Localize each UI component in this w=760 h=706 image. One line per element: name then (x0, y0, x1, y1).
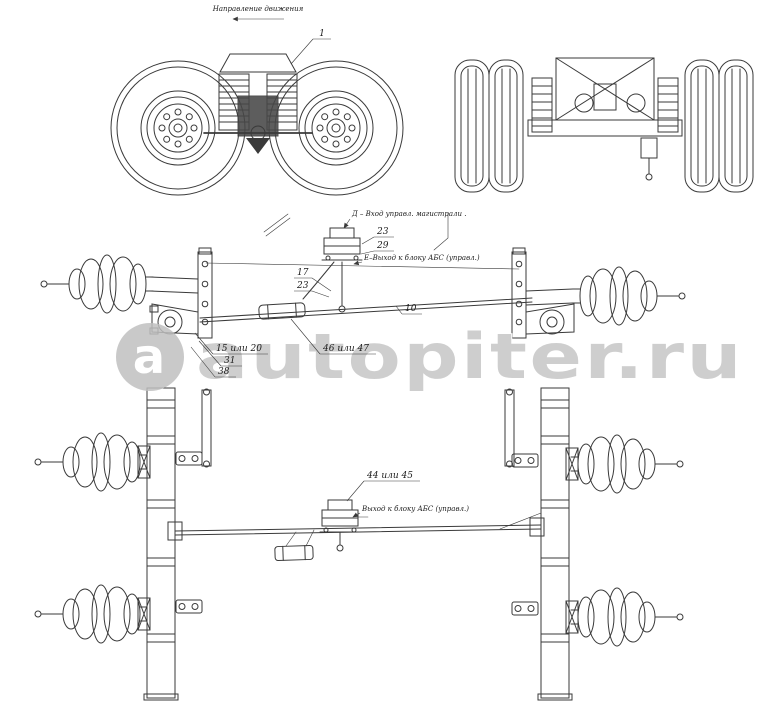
callout-1: 1 (319, 29, 325, 39)
axle-tube-right (537, 387, 573, 701)
annotations: Направление движения 1 Д – Вход управл. … (190, 5, 480, 518)
part-38-label: 38 (218, 367, 230, 377)
watermark: a autopiter.ru (116, 319, 744, 394)
brake-chamber-mid-right (570, 434, 684, 494)
front-view-axle (454, 57, 754, 193)
part-44-45-leader (346, 480, 420, 502)
frac1-num: 23 (376, 227, 389, 237)
part-15-20-label: 15 или 20 (216, 344, 262, 354)
callout-1-leader (290, 38, 331, 65)
brake-chamber-bottom-right (570, 587, 684, 647)
e-output-label: Е–Выход к блоку АБС (управл.) (363, 254, 480, 262)
side-view-tandem (110, 53, 404, 196)
direction-label: Направление движения (212, 5, 304, 13)
wheel-side-right (268, 60, 404, 196)
part-46-47-leader (290, 318, 376, 355)
control-valve-lower (319, 499, 369, 552)
frac2-den-leader (294, 290, 330, 298)
abs-output-label: Выход к блоку АБС (управл.) (361, 505, 469, 513)
axle-tube-left (143, 387, 179, 701)
part-31-leader (198, 340, 242, 367)
part-38-leader (190, 346, 236, 378)
shock-strip-right (504, 388, 515, 468)
frac2-den: 23 (296, 281, 309, 291)
frac2-num: 17 (297, 268, 309, 278)
adjuster-arm-right-upper (511, 453, 539, 468)
tandem-suspension (203, 53, 313, 154)
brake-chamber-upper-right (572, 266, 686, 326)
adjuster-arm-left-upper (175, 451, 203, 466)
upper-axle-schematic (40, 212, 686, 339)
rod-10-leader (395, 305, 422, 315)
shock-strip-left (201, 388, 212, 468)
leader-bracket (433, 212, 449, 251)
wheel-front-outer-left (454, 59, 490, 193)
brake-chamber-mid-left (34, 432, 148, 492)
slack-adjuster-upper (258, 302, 306, 320)
frac1-den-leader (360, 250, 394, 255)
wheel-front-outer-right (718, 59, 754, 193)
brake-chamber-upper-left (40, 254, 154, 314)
e-output-arrow (353, 260, 363, 266)
regulator-rod (199, 297, 533, 323)
watermark-logo-circle (116, 323, 184, 391)
lower-axle-schematic (34, 387, 684, 701)
frac2-num-leader (294, 277, 332, 292)
frac1-num-leader (361, 236, 394, 245)
part-15-20-leader (194, 332, 268, 355)
front-axle-assembly (527, 57, 683, 181)
vent-pin (263, 213, 291, 237)
slack-adjuster-lower (274, 544, 314, 562)
part-44-45-label: 44 или 45 (366, 471, 413, 481)
abs-sensor-cable (205, 262, 520, 270)
watermark-logo-letter: a (133, 329, 165, 385)
brake-chamber-bottom-left (34, 584, 148, 644)
right-bracket-assembly (511, 247, 575, 339)
d-input-arrow (343, 218, 351, 229)
part-46-47-label: 46 или 47 (322, 344, 369, 354)
watermark-text: autopiter.ru (196, 320, 744, 393)
part-31-label: 31 (224, 356, 235, 366)
wheel-front-inner-right (684, 59, 720, 193)
frac1-den: 29 (376, 241, 389, 251)
wheel-side-left (110, 60, 246, 196)
adjuster-arm-left-lower (175, 599, 203, 614)
d-input-label: Д – Вход управл. магистрали . (351, 210, 466, 218)
control-valve-upper (302, 227, 363, 313)
wheel-front-inner-left (488, 59, 524, 193)
central-linkage (167, 512, 545, 562)
adjuster-arm-right-lower (511, 601, 539, 616)
rod-label-10: 10 (405, 304, 417, 314)
abs-output-arrow (352, 512, 361, 518)
